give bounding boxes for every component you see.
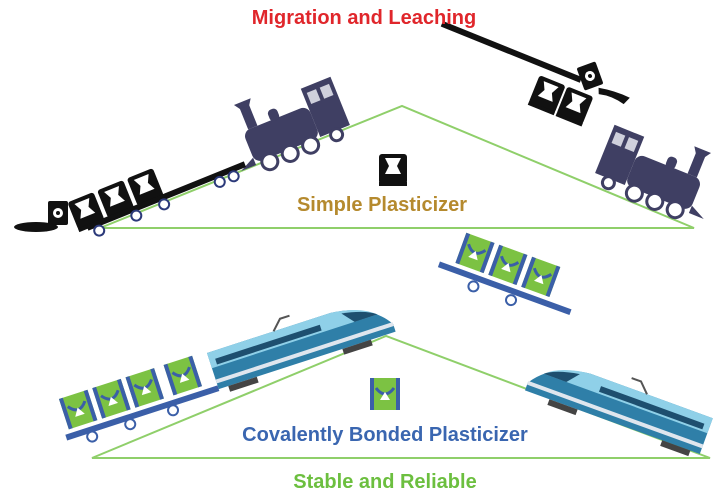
covalent-plasticizer-scene bbox=[57, 231, 718, 461]
plasticizer-molecule-black bbox=[379, 154, 407, 186]
toxic-barrel-left bbox=[14, 201, 68, 232]
title-migration-leaching: Migration and Leaching bbox=[251, 7, 477, 29]
bullet-train-icon bbox=[202, 284, 399, 396]
toxic-barrel-right bbox=[576, 61, 630, 105]
steam-locomotive-icon bbox=[589, 114, 728, 230]
plasticizer-car-green-icon bbox=[162, 354, 204, 397]
plasticizer-car-green-icon bbox=[486, 243, 529, 287]
left-steam-train bbox=[67, 66, 356, 237]
caption-stable-reliable: Stable and Reliable bbox=[293, 471, 477, 493]
bullet-train-icon bbox=[521, 344, 718, 461]
steam-locomotive-icon bbox=[215, 66, 356, 182]
plasticizer-car-green-icon bbox=[57, 388, 99, 431]
plasticizer-car-green-icon bbox=[124, 366, 166, 410]
simple-plasticizer-scene bbox=[14, 20, 728, 237]
right-steam-train bbox=[440, 20, 728, 230]
plasticizer-car-black-icon bbox=[97, 180, 135, 221]
label-covalent-plasticizer: Covalently Bonded Plasticizer bbox=[242, 424, 528, 446]
toxic-barrel-icon bbox=[576, 61, 604, 91]
right-bullet-train bbox=[437, 231, 718, 461]
plasticizer-car-green-icon bbox=[519, 255, 562, 299]
plasticizer-molecule-icon bbox=[368, 376, 402, 412]
toxic-barrel-icon bbox=[48, 201, 68, 225]
plasticizer-molecule-icon bbox=[379, 154, 407, 186]
plasticizer-molecule-green bbox=[368, 376, 402, 412]
plasticizer-car-green-icon bbox=[453, 231, 497, 275]
label-simple-plasticizer: Simple Plasticizer bbox=[296, 194, 468, 216]
left-bullet-train bbox=[57, 284, 399, 443]
plasticizer-car-green-icon bbox=[90, 377, 133, 421]
